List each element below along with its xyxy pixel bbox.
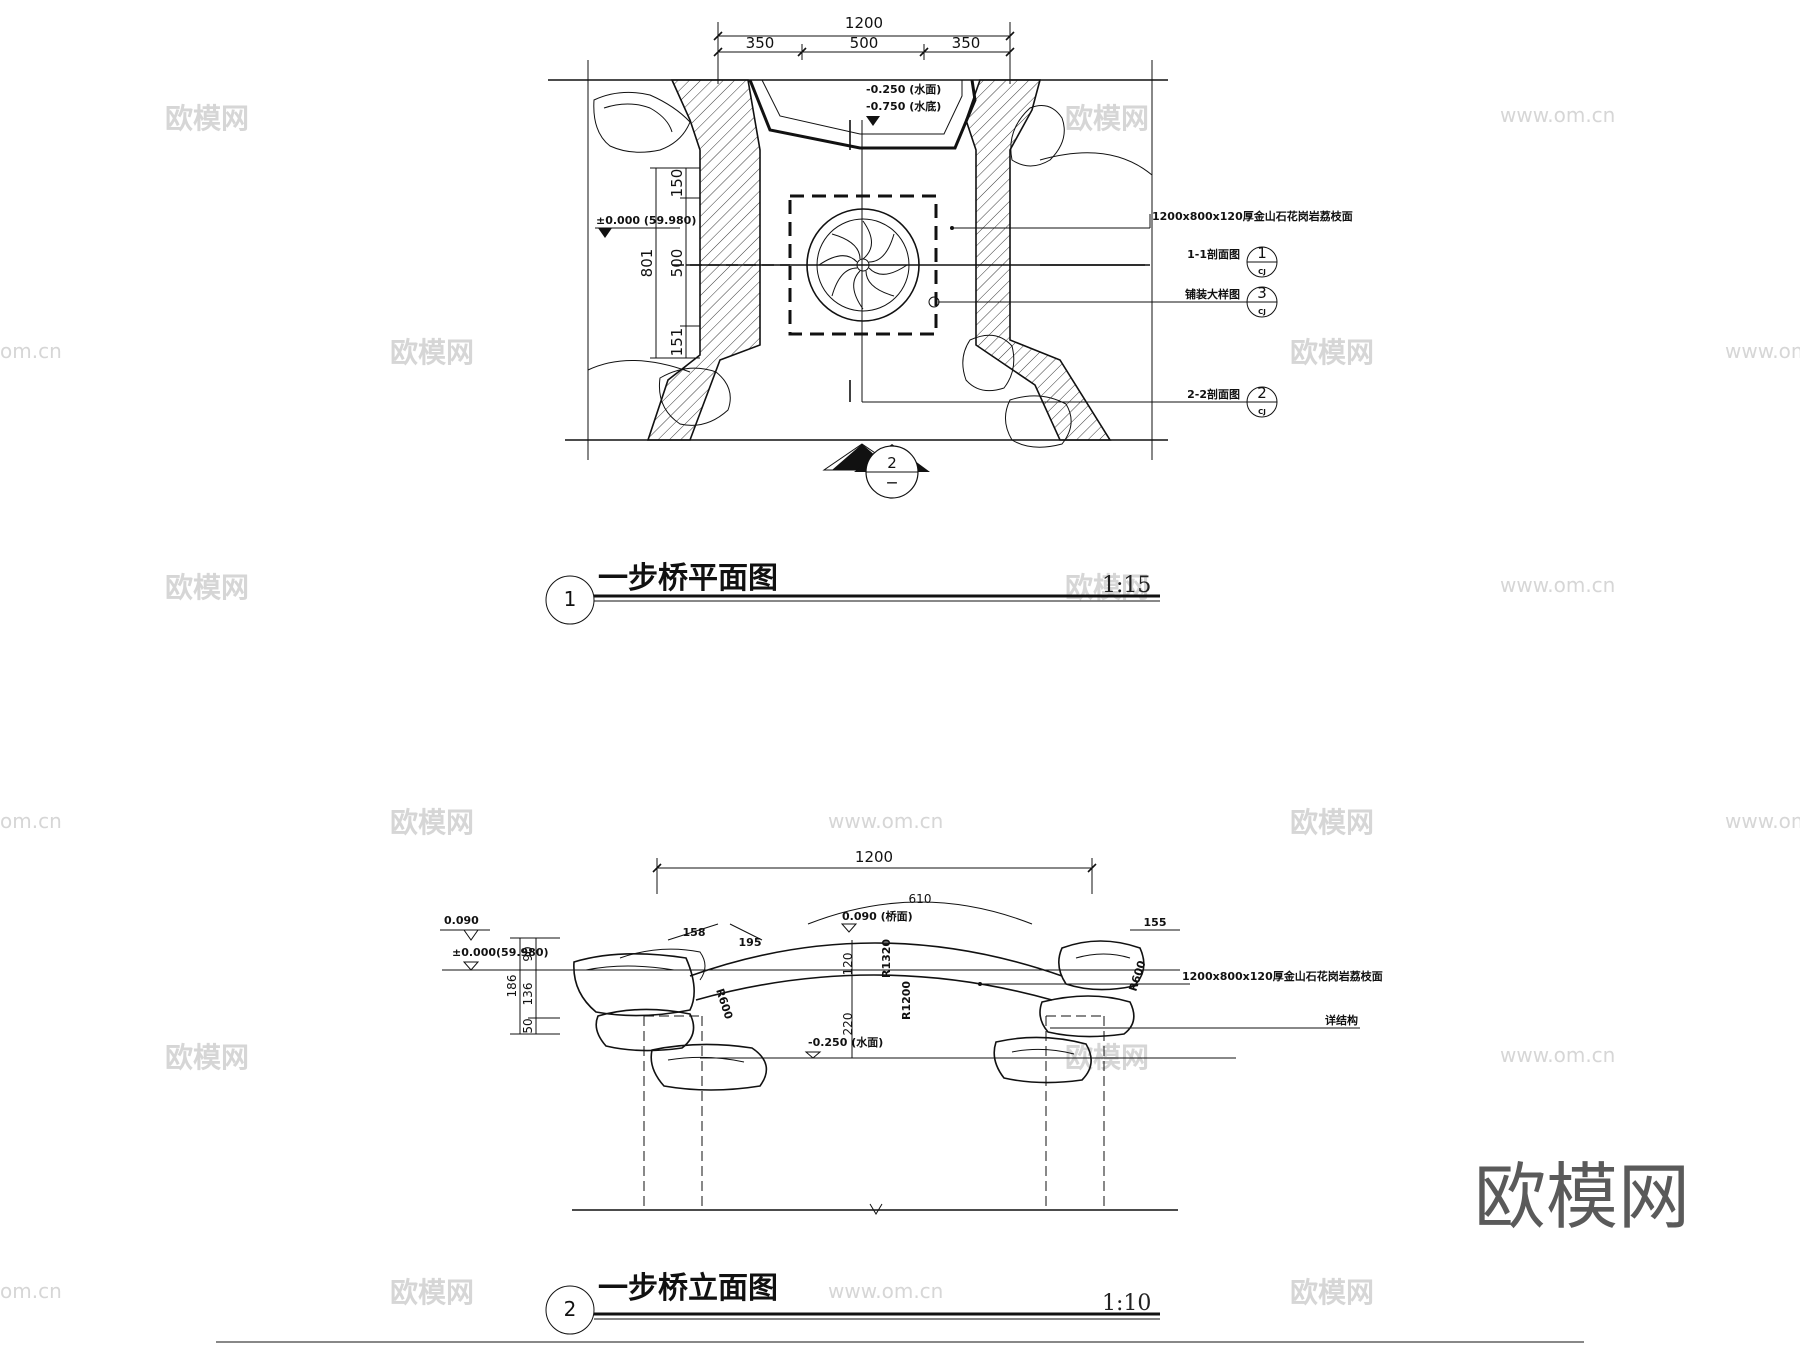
watermark-brand: 欧模网 <box>165 102 249 135</box>
plan-section-mark-dash: — <box>887 476 898 489</box>
plan-dim-side-top: 150 <box>668 169 686 198</box>
watermark-url: www.om.cn <box>1725 339 1800 363</box>
plan-dim-side-mid: 500 <box>668 249 686 278</box>
elev-dim-arc: 610 <box>909 892 932 906</box>
elev-dim-left2: 195 <box>739 936 762 949</box>
elev-level-top: 0.090 <box>444 914 479 927</box>
plan-callout-granite: 1200x800x120厚金山石花岗岩荔枝面 <box>1152 209 1353 223</box>
watermark-brand: 欧模网 <box>165 1041 249 1074</box>
elev-level-datum: ±0.000(59.980) <box>452 946 549 959</box>
elev-level-deck: 0.090 (桥面) <box>842 909 913 923</box>
elev-bridge-arch-top <box>689 942 1063 977</box>
elev-level-water: -0.250 (水面) <box>808 1035 883 1049</box>
plan-ref-1: 1 <box>1257 244 1267 262</box>
plan-left-wall <box>646 79 761 441</box>
plan-title-block: 1 一步桥平面图 1:15 <box>545 561 1160 625</box>
watermark-url: om.cn <box>0 809 62 833</box>
plan-level-water-bottom: -0.750 (水底) <box>866 99 941 113</box>
elev-index-number: 2 <box>564 1297 577 1321</box>
elev-dim-rise: 220 <box>841 1013 855 1036</box>
plan-ref-3: 3 <box>1257 284 1267 302</box>
watermark-brand: 欧模网 <box>390 806 474 839</box>
plan-view: 1200 350 500 350 <box>545 14 1353 625</box>
elev-callout-structure: 详结构 <box>1325 1013 1358 1027</box>
watermark-url: www.om.cn <box>1500 1043 1615 1067</box>
watermark-brand: 欧模网 <box>165 571 249 604</box>
elev-scale: 1:10 <box>1102 1291 1151 1316</box>
elev-piles <box>643 1015 1105 1210</box>
plan-callouts: 1200x800x120厚金山石花岗岩荔枝面 1-1剖面图 1 CJ 铺装大样图… <box>862 209 1353 418</box>
plan-dim-left: 350 <box>746 34 775 52</box>
watermark-url: www.om.cn <box>1500 573 1615 597</box>
elev-dim-right1: 155 <box>1144 916 1167 929</box>
elev-dim-vert-c: 50 <box>521 1018 535 1033</box>
plan-ref-3-sub: CJ <box>1258 308 1266 316</box>
brand-logo: 欧模网 <box>1474 1155 1690 1239</box>
plan-dim-side: 801 150 500 151 <box>638 167 700 359</box>
watermark-url: www.om.cn <box>1725 809 1800 833</box>
plan-rocks <box>593 91 1072 448</box>
elevation-view: 1200 610 158 195 155 <box>440 848 1383 1335</box>
plan-dim-right: 350 <box>952 34 981 52</box>
watermark-url: www.om.cn <box>1500 103 1615 127</box>
elev-rocks <box>573 940 1145 1091</box>
elev-dim-span-value: 1200 <box>855 848 893 866</box>
watermark-brand: 欧模网 <box>1290 806 1374 839</box>
watermark-brand: 欧模网 <box>1065 102 1149 135</box>
plan-callout-section-1: 1-1剖面图 <box>1187 247 1240 261</box>
elev-dim-vertical: 186 90 136 50 <box>505 937 560 1035</box>
watermark-brand: 欧模网 <box>390 1276 474 1309</box>
watermark-brand: 欧模网 <box>390 336 474 369</box>
elev-radius-left: R600 <box>713 987 735 1021</box>
watermark-brand: 欧模网 <box>1065 571 1149 604</box>
plan-dim-mid: 500 <box>850 34 879 52</box>
elev-levels: 0.090 ±0.000(59.980) 0.090 (桥面) -0.250 (… <box>440 909 913 1059</box>
elev-title: 一步桥立面图 <box>598 1271 778 1306</box>
plan-paving-square <box>788 194 938 336</box>
elev-dim-left1: 158 <box>683 926 706 939</box>
elev-radius-top: R1320 <box>880 939 893 978</box>
plan-title: 一步桥平面图 <box>598 561 778 596</box>
elev-dim-thickness: 120 <box>841 953 855 976</box>
elev-dim-span: 1200 <box>652 848 1097 894</box>
plan-level-water-surface: -0.250 (水面) <box>866 82 941 96</box>
watermark-layer: 欧模网 欧模网 www.om.cn om.cn 欧模网 欧模网 www.om.c… <box>0 102 1800 1309</box>
watermark-url: www.om.cn <box>828 1279 943 1303</box>
plan-section-mark: 2 <box>887 454 897 472</box>
elev-title-block: 2 一步桥立面图 1:10 <box>545 1271 1160 1335</box>
plan-callout-section-2: 2-2剖面图 <box>1187 387 1240 401</box>
elev-dim-vert-a: 90 <box>521 946 535 961</box>
watermark-url: om.cn <box>0 1279 62 1303</box>
plan-callout-paving-detail: 铺装大样图 <box>1185 287 1240 301</box>
plan-scale: 1:15 <box>1102 573 1151 598</box>
plan-dim-top: 1200 350 500 350 <box>713 14 1015 84</box>
elev-radius-right: R600 <box>1126 959 1148 993</box>
plan-dim-side-bottom: 151 <box>668 328 686 357</box>
elev-dim-vert-total: 186 <box>505 975 519 998</box>
plan-ref-1-sub: CJ <box>1258 268 1266 276</box>
plan-ref-2-sub: CJ <box>1258 408 1266 416</box>
plan-ref-2: 2 <box>1257 384 1267 402</box>
plan-level-datum: ±0.000 (59.980) <box>596 214 696 227</box>
plan-right-wall <box>965 79 1112 441</box>
plan-index-number: 1 <box>564 587 577 611</box>
plan-dim-side-total: 801 <box>638 249 656 278</box>
elev-radius-bottom: R1200 <box>900 981 913 1020</box>
plan-dim-total: 1200 <box>845 14 883 32</box>
elev-bridge-arch-bottom <box>695 974 1053 1001</box>
watermark-url: www.om.cn <box>828 809 943 833</box>
watermark-brand: 欧模网 <box>1290 336 1374 369</box>
elev-dim-vert-b: 136 <box>521 983 535 1006</box>
watermark-url: om.cn <box>0 339 62 363</box>
elev-callout-granite: 1200x800x120厚金山石花岗岩荔枝面 <box>1182 969 1383 983</box>
watermark-brand: 欧模网 <box>1290 1276 1374 1309</box>
